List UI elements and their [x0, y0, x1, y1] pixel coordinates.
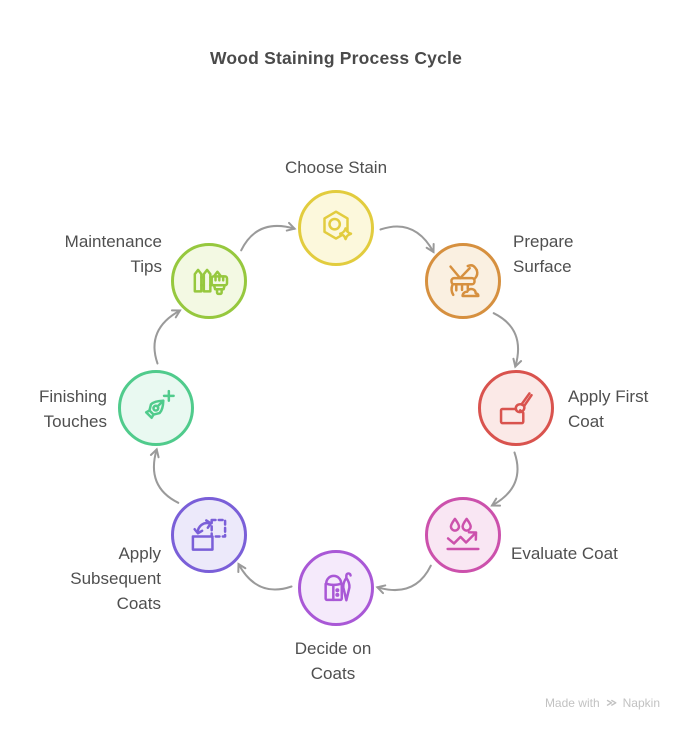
- raincoat-umbrella-icon: [313, 565, 359, 611]
- node-circle: [298, 190, 374, 266]
- footer-text: Made with: [544, 696, 600, 710]
- page-title: Wood Staining Process Cycle: [209, 48, 463, 68]
- repeat-layers-icon: [186, 512, 232, 558]
- arrow-evaluate-to-decide: [375, 564, 432, 595]
- arrow-maintenance-to-choose: [240, 221, 297, 252]
- napkin-logo-icon: [605, 697, 618, 710]
- node-evaluate-coat: [425, 497, 501, 573]
- node-circle: [478, 370, 554, 446]
- hexagon-sparkle-icon: [313, 205, 359, 251]
- node-label-apply-subsequent-coats: Apply Subsequent Coats: [70, 544, 161, 613]
- node-circle: [298, 550, 374, 626]
- node-label-finishing-touches: Finishing Touches: [38, 387, 107, 431]
- node-label-prepare-surface: Prepare Surface: [513, 232, 574, 276]
- node-circle: [171, 243, 247, 319]
- node-decide-on-coats: [298, 550, 374, 626]
- node-apply-subsequent-coats: [171, 497, 247, 573]
- node-circle: [425, 243, 501, 319]
- footer-brand: Napkin: [622, 696, 660, 710]
- fence-brush-icon: [186, 258, 232, 304]
- node-finishing-touches: [118, 370, 194, 446]
- node-circle: [171, 497, 247, 573]
- pen-nib-plus-icon: [133, 385, 179, 431]
- node-label-choose-stain: Choose Stain: [284, 158, 388, 177]
- node-label-apply-first-coat: Apply First Coat: [568, 387, 649, 431]
- node-label-evaluate-coat: Evaluate Coat: [511, 544, 618, 563]
- paintbrush-tray-icon: [493, 385, 539, 431]
- drops-trend-arrow-icon: [440, 512, 486, 558]
- footer-credit: Made with Napkin: [545, 696, 660, 710]
- node-label-decide-on-coats: Decide on Coats: [294, 639, 372, 683]
- node-maintenance-tips: [171, 243, 247, 319]
- node-prepare-surface: [425, 243, 501, 319]
- node-apply-first-coat: [478, 370, 554, 446]
- node-circle: [118, 370, 194, 446]
- arrow-prepare-to-apply-first: [492, 312, 523, 369]
- node-circle: [425, 497, 501, 573]
- node-choose-stain: [298, 190, 374, 266]
- sanding-hand-icon: [440, 258, 486, 304]
- node-label-maintenance-tips: Maintenance Tips: [64, 232, 162, 276]
- arrow-subsequent-to-finishing: [149, 447, 180, 504]
